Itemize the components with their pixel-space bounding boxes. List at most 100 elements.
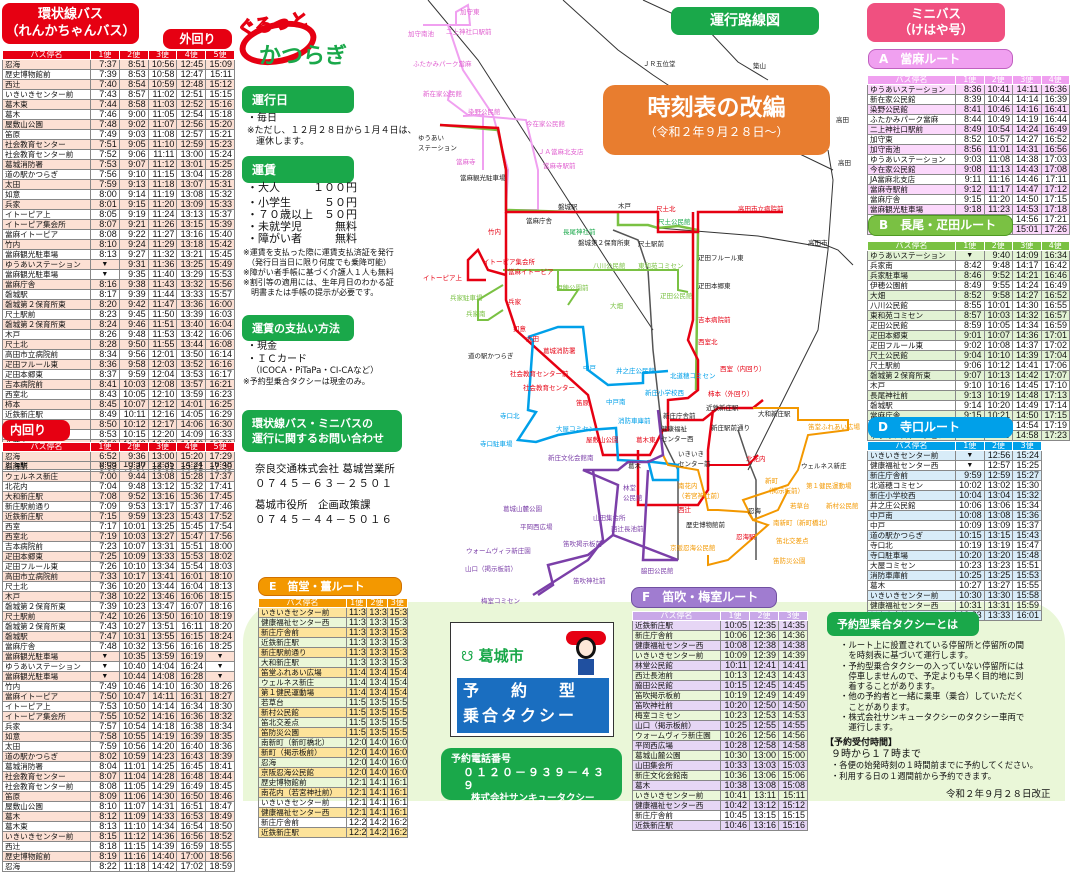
time-cell: 13:50 [176,349,207,360]
time-cell: 13:04 [983,490,1014,501]
time-cell: 12:39 [749,650,779,661]
map-label: 南花内 （若宮神社前） [678,482,724,500]
time-cell: 9:46 [118,319,149,330]
time-cell: 8:51 [118,59,149,70]
contact-phone[interactable]: ０７４５－４４－５０１６ [255,514,393,526]
minibus-title-line1: ミニバス [910,6,961,21]
fare-label: ・大人 [247,181,280,194]
reservation-phone[interactable]: ０１２０－９３９－４３９ [463,766,606,792]
time-cell: 10:12 [118,419,149,430]
route-a-label: A 當麻ルート [868,49,1013,69]
time-cell: 13:08 [983,510,1014,521]
map-label: 加守東 [460,8,480,16]
map-label: 笛吹掲示板前 [563,540,602,548]
payment-line: （ICOCA・PiTaPa・CI-CAなど） [247,366,379,376]
time-cell: 17:01 [1040,330,1070,341]
payment-text: ・現金 ・ＩＣカード （ICOCA・PiTaPa・CI-CAなど） ※予約型乗合… [243,341,417,387]
time-cell: 15:18 [205,109,235,120]
stop-name-cell: 當麻イトーピア [2,229,91,240]
time-cell: 11:44 [147,289,178,300]
contact-org: 葛城市役所 企画政策課 [255,499,371,511]
map-label: 西室（内回り） [720,365,766,373]
time-cell: 12:03 [147,359,178,370]
time-cell: 7:40 [90,79,120,90]
time-cell: 11:29 [147,239,178,250]
time-cell: 13:40 [176,319,207,330]
time-cell: 10:05 [720,620,750,631]
time-cell: 9:06 [118,149,149,160]
time-cell: 14:39 [778,650,808,661]
time-cell: 11:19 [147,189,178,200]
time-cell: 7:00 [90,471,120,482]
column-header: 5便 [205,50,235,60]
time-cell: 11:07 [147,119,178,130]
time-cell: 12:12 [345,777,368,788]
time-cell: 15:15 [205,89,235,100]
time-cell: 14:17 [366,797,388,808]
time-cell: 10:56 [147,59,178,70]
stop-name-cell: 笛吹掲示板前 [632,690,721,701]
map-label: 加守南池 [408,30,434,38]
stop-name-cell: 新町（掲示板前） [258,747,347,758]
time-cell: 9:07 [955,370,985,381]
time-cell: ▼ [955,450,985,461]
time-cell: 15:55 [1012,580,1042,591]
time-cell: 17:41 [205,481,235,492]
time-cell: 13:19 [983,540,1014,551]
map-label: 寺口北 [500,412,520,420]
time-cell: 15:37 [1012,520,1042,531]
time-cell: 7:53 [90,701,120,712]
stop-name-cell: 健康福祉センター西 [632,800,721,811]
map-label: 北道穂コミセン [670,372,716,380]
time-cell: 11:09 [118,811,149,822]
time-cell: 13:42 [176,329,207,340]
stop-name-cell: 屋敷山公園 [2,801,91,812]
stop-name-cell: 太田 [2,741,91,752]
stop-name-cell: 新庄庁舎前 [258,627,347,638]
time-cell: 18:19 [205,611,235,622]
stop-name-cell: 疋田フルール東 [2,561,91,572]
time-cell: 15:21 [205,129,235,140]
time-cell: 8:07 [90,771,120,782]
map-label: ウェルネス新庄 [801,462,847,470]
time-cell: 10:05 [983,320,1013,331]
stop-name-cell: 健康福祉センター西 [258,807,347,818]
time-cell: 8:45 [90,399,120,410]
time-cell: 9:14 [955,400,985,411]
time-cell: 11:15 [118,841,149,852]
contact-phone[interactable]: ０７４５－６３－２５０１ [255,478,393,490]
time-cell: 16:43 [176,751,207,762]
map-label: 西辻長池前 [611,525,644,533]
time-cell: 10:46 [118,681,149,692]
map-label: 寺口駐車場 [480,440,513,448]
time-cell: ▼ [955,460,985,471]
map-label: 新町 （掲示板前） [765,477,804,495]
stop-name-cell: 西室北 [2,531,91,542]
stop-name-cell: 葛木 [867,580,956,591]
time-cell: 10:17 [118,571,149,582]
stop-name-cell: 近鉄新庄駅 [258,827,347,838]
time-cell: ▼ [90,671,120,682]
time-cell: 14:46 [1012,174,1042,185]
time-cell: 14:34 [147,821,178,832]
time-cell: 14:14 [1012,94,1042,105]
time-cell: 8:18 [90,841,120,852]
time-cell: 14:33 [147,811,178,822]
time-cell: 11:51 [147,319,178,330]
taxi-card-banner: 予 約 型 乗合タクシー [457,678,609,733]
time-cell: 11:03 [147,99,178,110]
time-cell: 11:16 [983,174,1013,185]
